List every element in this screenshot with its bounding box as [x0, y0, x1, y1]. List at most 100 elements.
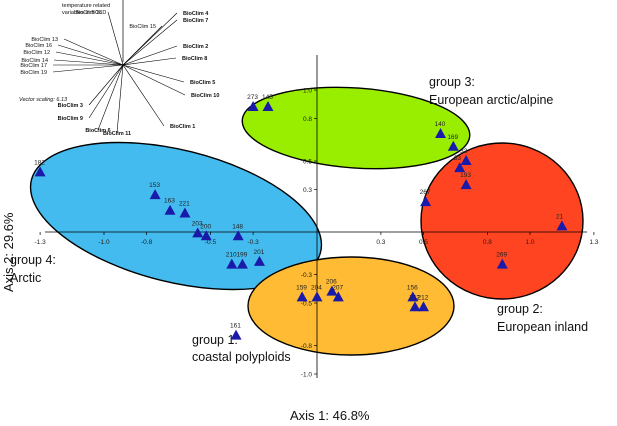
- data-point: [236, 258, 248, 269]
- vector-line: [122, 45, 178, 66]
- vector-line: [122, 64, 186, 96]
- vector-label: BioClim 17: [20, 63, 47, 69]
- x-tick-label: -1.3: [34, 239, 46, 246]
- vector-label: BioClim 11: [103, 131, 131, 137]
- group-4-title: group 4:: [10, 253, 56, 267]
- x-tick-label: 0.3: [376, 239, 385, 246]
- data-point: [418, 301, 429, 312]
- vector-label: BioClim 6: [85, 128, 110, 134]
- data-point-label: 203: [192, 220, 203, 227]
- vector-line: [122, 64, 185, 83]
- data-point: [332, 291, 344, 302]
- group-2-title: group 2:: [497, 302, 543, 316]
- x-axis-title: Axis 1: 46.8%: [290, 408, 370, 423]
- data-point-label: 207: [332, 284, 343, 291]
- data-point-label: 210: [226, 252, 237, 259]
- x-tick-label: -1.0: [98, 239, 110, 246]
- group-3-subtitle: European arctic/alpine: [429, 93, 553, 107]
- ellipse-group-2: [420, 142, 584, 300]
- vector-label: BioClim 10: [191, 93, 219, 99]
- vector-label: BioClim 7: [183, 18, 208, 24]
- data-point-label: 148: [232, 223, 243, 230]
- vector-note-line1: temperature related: [62, 3, 110, 9]
- data-point: [200, 230, 212, 241]
- x-tick-label: 1.3: [589, 239, 598, 246]
- group-1-subtitle: coastal polyploids: [192, 350, 291, 364]
- group-2-subtitle: European inland: [497, 320, 588, 334]
- vector-label: BioClim 3: [58, 103, 83, 109]
- vector-label: BioClim 13: [31, 37, 58, 43]
- vector-line: [55, 51, 124, 66]
- vector-note-line2: variables in BOLD: [62, 10, 106, 16]
- data-point-label: 145: [262, 94, 273, 101]
- data-point: [253, 255, 265, 266]
- y-tick-label: 1.0: [303, 88, 312, 95]
- vector-label: BioClim 16: [25, 43, 52, 49]
- data-point-label: 153: [149, 182, 160, 189]
- group-3-title: group 3:: [429, 75, 475, 89]
- data-point-label: 193: [460, 172, 471, 179]
- vector-label: BioClim 5: [190, 80, 215, 86]
- vector-label: BioClim 1: [170, 124, 195, 130]
- y-tick-label: -0.5: [301, 301, 313, 308]
- data-point: [179, 207, 191, 218]
- data-point-label: 163: [164, 198, 175, 205]
- vector-line: [107, 11, 124, 66]
- vector-line: [53, 59, 124, 66]
- data-point: [226, 258, 238, 269]
- y-tick-labels: 1.00.80.50.3-0.3-0.5-0.8-1.0: [301, 88, 317, 379]
- vector-scaling-note: Vector scaling: 6.13: [19, 97, 68, 103]
- group-ellipses: [29, 86, 584, 356]
- data-point-label: 199: [236, 252, 247, 259]
- vector-panel: temperature related variables in BOLD Ve…: [19, 0, 219, 137]
- data-point: [420, 196, 432, 207]
- data-point-label: 273: [247, 94, 258, 101]
- data-point-label: 159: [296, 284, 307, 291]
- group-labels: group 3: European arctic/alpine group 2:…: [10, 75, 588, 364]
- ellipse-group-3: [241, 86, 471, 170]
- data-point: [326, 285, 338, 296]
- axes: [45, 55, 587, 378]
- x-tick-label: -0.5: [205, 239, 217, 246]
- vector-line: [63, 38, 124, 66]
- ellipse-group-1: [247, 256, 455, 356]
- vector-label: BioClim 12: [23, 50, 50, 56]
- data-point: [164, 204, 176, 215]
- vector-line: [122, 64, 165, 127]
- data-point: [247, 101, 259, 112]
- data-point-label: 32: [460, 148, 468, 155]
- data-point-label: 206: [326, 279, 337, 286]
- x-tick-label: 0.8: [483, 239, 492, 246]
- data-point-label: 182: [34, 159, 45, 166]
- vector-label: BioClim 15: [129, 24, 156, 30]
- data-point-label: 169: [447, 134, 458, 141]
- x-tick-label: 0.5: [419, 239, 428, 246]
- data-point: [460, 155, 472, 165]
- data-point: [409, 301, 421, 312]
- vector-line: [52, 64, 124, 73]
- vector-line: [88, 64, 124, 119]
- data-point-label: 212: [418, 294, 429, 301]
- data-point: [460, 179, 472, 190]
- data-point-label: 152: [409, 294, 420, 301]
- y-tick-label: -1.0: [301, 372, 313, 379]
- x-tick-label: -0.3: [247, 239, 259, 246]
- data-point: [232, 230, 244, 241]
- vector-line: [122, 57, 177, 66]
- y-tick-label: 0.8: [303, 116, 312, 123]
- data-point-label: 204: [311, 284, 322, 291]
- data-point-label: 200: [200, 223, 211, 230]
- data-point-label: 21: [556, 213, 564, 220]
- vector-label: BioClim 2: [183, 44, 208, 50]
- ellipse-group-4: [29, 141, 323, 291]
- y-tick-label: 0.3: [303, 187, 312, 194]
- data-point-label: 33: [454, 155, 462, 162]
- x-tick-label: 1.0: [525, 239, 534, 246]
- y-tick-label: -0.8: [301, 343, 313, 350]
- group-4-subtitle: Arctic: [10, 271, 41, 285]
- data-point: [407, 291, 419, 302]
- data-point: [435, 128, 447, 139]
